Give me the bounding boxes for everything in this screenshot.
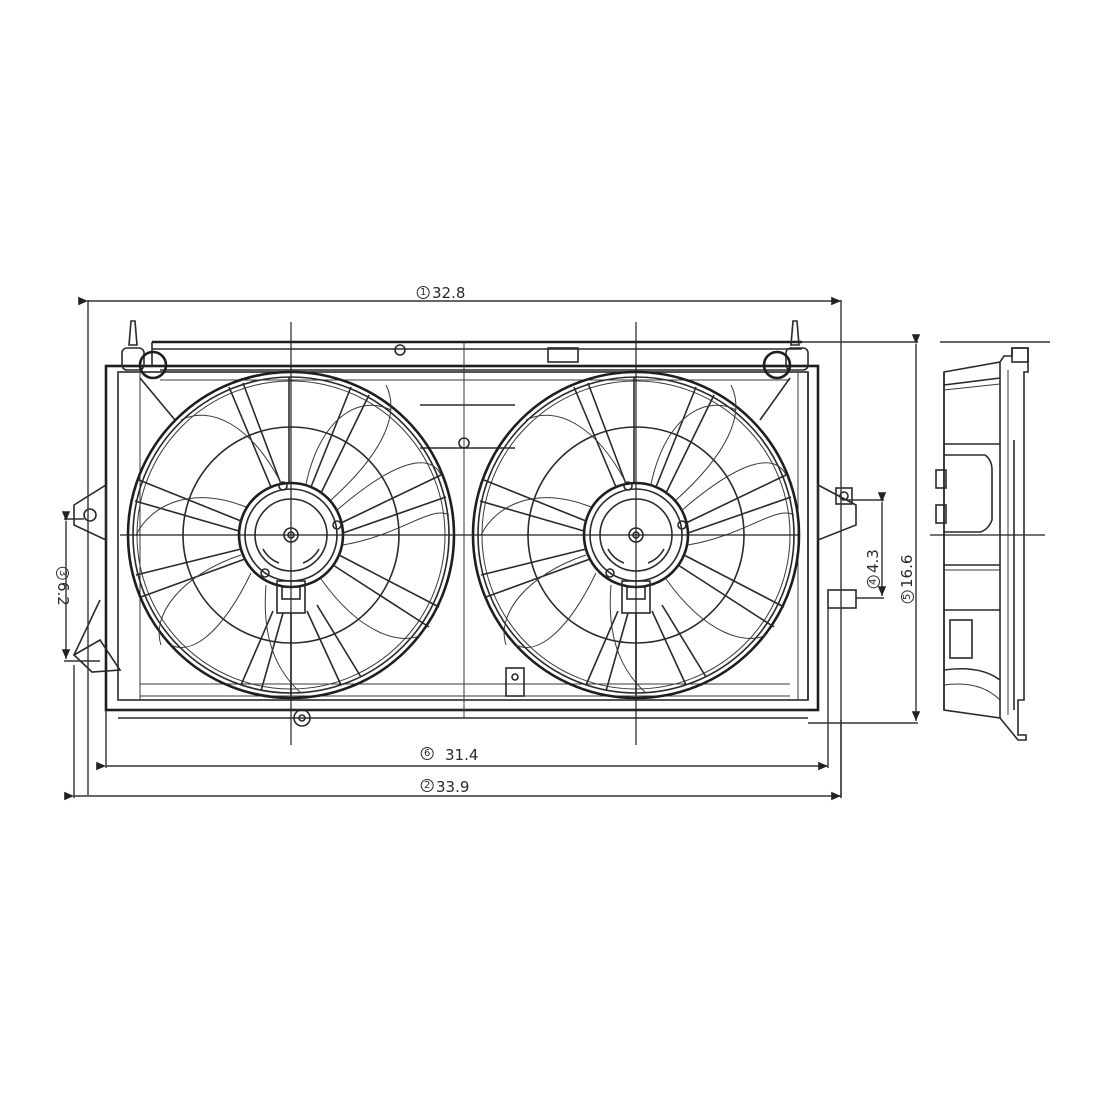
dimension-marker-3: 3	[57, 570, 68, 576]
dimension-marker-circle	[901, 590, 914, 604]
side-view	[930, 341, 1050, 741]
bottom-mount-tab	[293, 709, 311, 727]
dimension-marker-circle	[56, 566, 69, 580]
dimension-marker-2: 2	[424, 780, 430, 791]
front-view	[72, 320, 857, 745]
dimension-label-32-8: 32.8	[432, 284, 465, 302]
dimension-label-6-2: 6.2	[54, 582, 72, 606]
dimension-left-mount: 3 6.2	[54, 511, 100, 662]
dimension-marker-6: 6	[424, 748, 430, 759]
dimension-marker-circle	[420, 747, 434, 760]
dimension-height: 5 16.6	[802, 334, 921, 724]
dimension-label-16-6: 16.6	[898, 555, 916, 588]
side-bracket-left	[72, 483, 122, 673]
dimension-marker-circle	[867, 575, 880, 589]
dimension-shroud-width: 6 31.4	[96, 608, 829, 771]
dimension-marker-circle	[416, 286, 430, 299]
dimension-right-mount: 4 4.3	[846, 492, 887, 599]
mount-post-right	[759, 320, 809, 421]
dimension-marker-5: 5	[902, 594, 913, 600]
dimension-overall-top: 1 32.8	[78, 284, 842, 798]
dimension-label-33-9: 33.9	[436, 778, 469, 796]
center-lines	[120, 322, 800, 745]
side-bracket-right	[817, 483, 857, 609]
dimension-label-4-3: 4.3	[864, 549, 882, 573]
dimension-marker-1: 1	[420, 287, 426, 298]
dimension-overall-bottom: 2 33.9	[64, 665, 842, 801]
dimension-label-31-4: 31.4	[445, 746, 478, 764]
dimension-marker-circle	[420, 779, 434, 792]
mount-post-left	[121, 320, 176, 421]
dimension-marker-4: 4	[868, 579, 879, 585]
